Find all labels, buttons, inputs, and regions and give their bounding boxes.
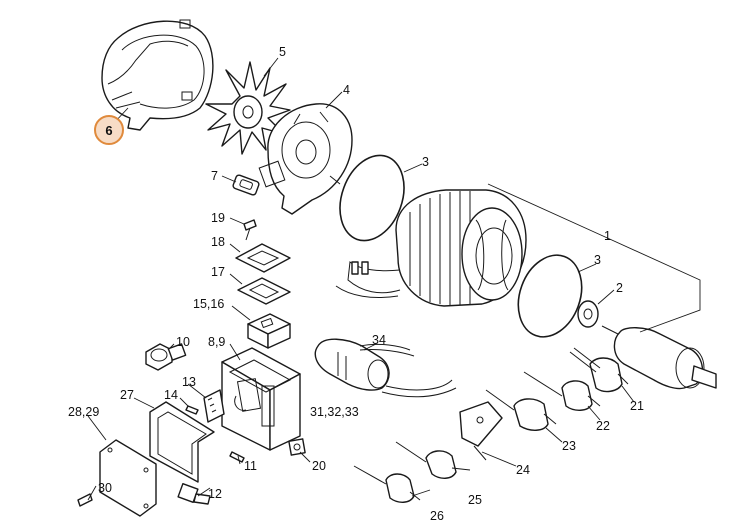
callout-11[interactable]: 11: [244, 459, 257, 473]
screw-14-part: [185, 405, 199, 415]
plug-26-part: [353, 465, 421, 503]
callout-19[interactable]: 19: [211, 211, 225, 225]
callout-30[interactable]: 30: [98, 481, 112, 495]
seal-18-part: [235, 243, 291, 273]
callout-5[interactable]: 5: [279, 45, 286, 59]
callout-8-9[interactable]: 8,9: [208, 335, 225, 349]
callout-17[interactable]: 17: [211, 265, 225, 279]
callout-13[interactable]: 13: [182, 375, 196, 389]
stator-wires-part: [335, 261, 401, 299]
capacitor-part: [314, 338, 457, 398]
screw-19-part: [243, 219, 257, 241]
nut-20-part: [288, 438, 306, 456]
terminal-box-part: [221, 347, 301, 451]
callout-21[interactable]: 21: [630, 399, 644, 413]
callout-4[interactable]: 4: [343, 83, 350, 97]
callout-2[interactable]: 2: [616, 281, 623, 295]
callout-20[interactable]: 20: [312, 459, 326, 473]
callout-7[interactable]: 7: [211, 169, 218, 183]
gasket-part: [232, 174, 260, 196]
callout-3-upper[interactable]: 3: [422, 155, 429, 169]
callout-31-32-33[interactable]: 31,32,33: [310, 405, 359, 419]
callout-3-lower[interactable]: 3: [594, 253, 601, 267]
callout-14[interactable]: 14: [164, 388, 178, 402]
callout-6[interactable]: 6: [105, 123, 112, 138]
callout-22[interactable]: 22: [596, 419, 610, 433]
rotor-part: [601, 325, 717, 390]
cable-gland-12-part: [177, 482, 211, 505]
callout-labels: 6 5 4 3 7 19 18 17 15,16 1 3 2 10 8,9 34…: [68, 45, 644, 523]
callout-18[interactable]: 18: [211, 235, 225, 249]
fan-cover-part: [101, 19, 214, 131]
o-ring-upper-part: [339, 154, 405, 242]
seal-17-part: [237, 277, 291, 305]
callout-28-29[interactable]: 28,29: [68, 405, 99, 419]
plug-21-part: [569, 347, 629, 393]
plug-22-part: [523, 371, 601, 411]
callout-10[interactable]: 10: [176, 335, 190, 349]
terminal-block-part: [203, 389, 225, 423]
callout-26[interactable]: 26: [430, 509, 444, 523]
end-shield-part: [258, 103, 353, 215]
callout-24[interactable]: 24: [516, 463, 530, 477]
callout-23[interactable]: 23: [562, 439, 576, 453]
callout-12[interactable]: 12: [208, 487, 222, 501]
o-ring-lower-part: [517, 254, 583, 338]
callout-27[interactable]: 27: [120, 388, 134, 402]
callout-34[interactable]: 34: [372, 333, 386, 347]
highlight-circle: [94, 115, 124, 145]
plug-25-part: [395, 441, 457, 479]
cover-plate-part: [99, 439, 157, 517]
stator-part: [395, 189, 527, 307]
callout-25[interactable]: 25: [468, 493, 482, 507]
screw-11-part: [229, 451, 245, 463]
cover-gasket-part: [149, 401, 215, 483]
bearing-part: [577, 300, 599, 328]
cable-gland-part: [145, 343, 187, 371]
plug-24-part: [459, 401, 503, 461]
leader-lines: [87, 57, 701, 501]
plug-23-part: [485, 389, 557, 431]
screw-30-part: [77, 493, 93, 507]
callout-1[interactable]: 1: [604, 229, 611, 243]
switch-part: [247, 313, 291, 349]
callout-15-16[interactable]: 15,16: [193, 297, 224, 311]
